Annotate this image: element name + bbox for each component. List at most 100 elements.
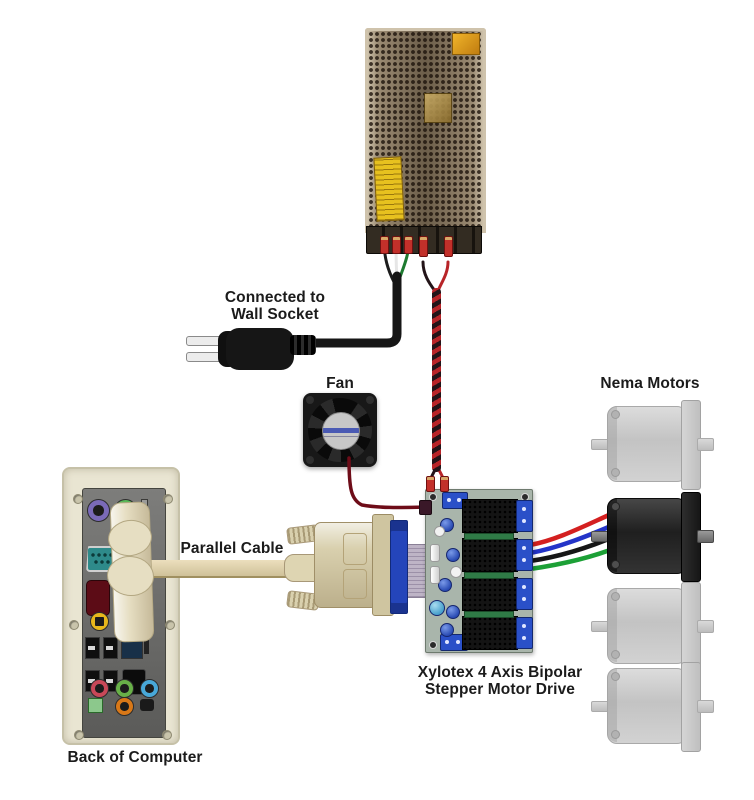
dc-crimp-connector (426, 476, 435, 492)
green-terminal (464, 572, 514, 579)
label-fan-text: Fan (326, 375, 354, 392)
ac-crimp-connector (404, 236, 413, 254)
plug-strain-relief (290, 335, 316, 355)
capacitor (440, 623, 454, 637)
axis-terminal-block (516, 578, 533, 610)
db25-ridge (343, 533, 367, 565)
db25-ridge (343, 569, 367, 599)
stepper-driver-board (425, 489, 533, 653)
ps2-mouse-port (87, 499, 110, 522)
label-back-of-computer: Back of Computer (40, 749, 230, 766)
axis-terminal-block (516, 617, 533, 649)
panel-screw (69, 620, 79, 630)
panel-screw (74, 730, 84, 740)
label-parallel-cable: Parallel Cable (157, 540, 307, 557)
motor-shaft-boss (697, 530, 714, 543)
audio-jack-orange (115, 697, 134, 716)
mounting-hole (429, 641, 437, 649)
heatsink (462, 499, 518, 533)
motor-screw (611, 560, 620, 569)
power-supply-brass-plate (424, 93, 452, 123)
motor-body (607, 406, 687, 482)
power-terminal-block (442, 492, 468, 509)
resistor (430, 544, 440, 562)
panel-screw (163, 494, 173, 504)
power-supply (365, 28, 486, 233)
motor-endcap (607, 406, 617, 480)
antenna-connector (140, 699, 154, 711)
nema-motor-2-connected (591, 492, 714, 582)
spdif-yellow-port (90, 612, 109, 631)
dc-crimp-connector (440, 476, 449, 492)
db25-connector (314, 522, 378, 608)
nema-motor-1 (591, 400, 714, 490)
label-driver-line1: Xylotex 4 Axis Bipolar (417, 664, 583, 681)
audio-jack-blue (140, 679, 159, 698)
label-wall-socket-line1: Connected to (224, 289, 326, 306)
dc-lead-red (436, 260, 450, 293)
panel-jumper (144, 638, 149, 654)
label-back-of-computer-text: Back of Computer (67, 749, 203, 766)
video-port (86, 580, 110, 616)
dc-crimp-connector (419, 236, 428, 257)
panel-screw (73, 494, 83, 504)
motor-shaft-boss (697, 438, 714, 451)
wall-plug (226, 328, 294, 370)
motor-screw (611, 468, 620, 477)
power-supply-spec-label (373, 156, 405, 222)
dc-crimp-connector (444, 236, 453, 257)
motor-screw (611, 730, 620, 739)
motor-screw (611, 410, 620, 419)
green-terminal (464, 533, 514, 540)
motor-endcap (607, 588, 617, 662)
motor-screw (611, 592, 620, 601)
label-wall-socket-line2: Wall Socket (231, 306, 319, 323)
fan-screw-hole (306, 456, 314, 464)
motor-screw (611, 650, 620, 659)
capacitor (438, 578, 452, 592)
green-terminal (464, 611, 514, 618)
connector-green (88, 698, 103, 713)
fan-screw-hole (366, 396, 374, 404)
twisted-dc-pair-wire (432, 288, 441, 472)
fan-screw-hole (366, 456, 374, 464)
motor-endcap (607, 668, 617, 742)
usb-port (85, 637, 100, 659)
capacitor (446, 548, 460, 562)
capacitor-lightblue (429, 600, 445, 616)
panel-screw (162, 730, 172, 740)
dc-lead-black (421, 260, 437, 293)
fan-wire-connector (419, 500, 432, 515)
fan-hub-label (322, 412, 360, 450)
nema-motor-3 (591, 582, 714, 672)
heatsink (462, 577, 518, 611)
trim-pot (450, 566, 462, 578)
panel-screw (165, 620, 175, 630)
label-driver: Xylotex 4 Axis Bipolar Stepper Motor Dri… (395, 664, 605, 698)
motor-screw (611, 502, 620, 511)
capacitor (446, 605, 460, 619)
heatsink (462, 616, 518, 650)
resistor (430, 566, 440, 584)
cooling-fan (303, 393, 377, 467)
ac-crimp-connector (392, 236, 401, 254)
label-wall-socket: Connected to Wall Socket (160, 289, 390, 323)
motor-screw (611, 672, 620, 681)
trim-pot (434, 526, 445, 537)
ac-crimp-connector (380, 236, 389, 254)
audio-jack-green (115, 679, 134, 698)
usb-port (103, 637, 118, 659)
centronics-connector (390, 520, 408, 614)
motor-body (607, 588, 687, 664)
axis-terminal-block (516, 500, 533, 532)
fan-screw-hole (306, 396, 314, 404)
heatsink (462, 538, 518, 572)
audio-jack-pink (90, 679, 109, 698)
parallel-cable (138, 560, 308, 578)
label-nema-motors: Nema Motors (570, 375, 730, 392)
power-supply-corner-sticker (452, 33, 480, 55)
label-fan: Fan (300, 375, 380, 392)
label-driver-line2: Stepper Motor Drive (424, 681, 576, 698)
label-nema-motors-text: Nema Motors (600, 375, 700, 392)
